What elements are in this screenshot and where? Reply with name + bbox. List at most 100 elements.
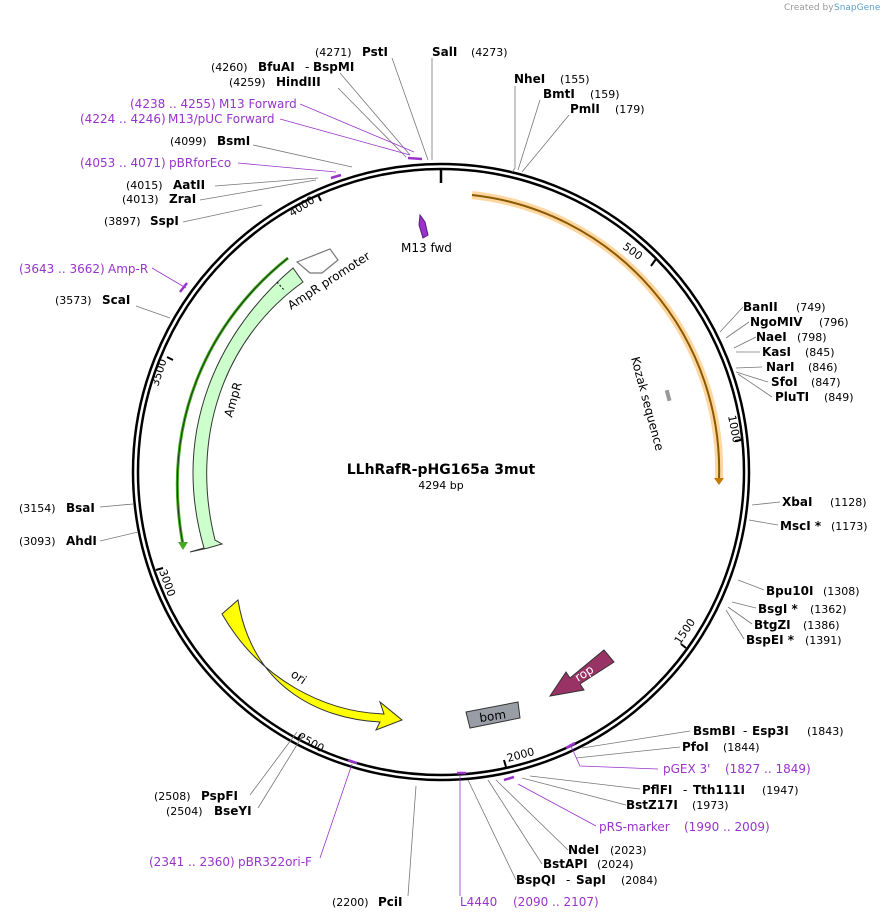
site-pos-zrai: (4013) [122,193,159,206]
site-pos-msci: (1173) [831,520,868,533]
primer-pgex3[interactable]: pGEX 3' [663,762,710,776]
backbone-outer [131,162,751,782]
site-pluti[interactable]: PluTI [775,390,809,404]
primer-labels: (4238 .. 4255) M13 Forward (4224 .. 4246… [19,97,811,909]
site-bspqi[interactable]: BspQI [516,873,556,887]
site-bsai[interactable]: BsaI [66,501,95,515]
site-nhei[interactable]: NheI [514,72,545,86]
tick-1000: 1000 [725,414,743,444]
site-bsgi[interactable]: BsgI * [758,602,799,616]
site-bspmi[interactable]: BspMI [313,60,354,74]
primer-range-prs-marker: (1990 .. 2009) [684,820,770,834]
site-bpu10i[interactable]: Bpu10I [766,584,813,598]
site-bstz17i[interactable]: BstZ17I [626,798,678,812]
primer-prs-marker[interactable]: pRS-marker [599,820,670,834]
site-bstapi[interactable]: BstAPI [543,857,588,871]
site-kasi[interactable]: KasI [762,345,791,359]
site-pos-sspi: (3897) [104,215,141,228]
site-bseyi[interactable]: BseYI [214,804,252,818]
ori-feature[interactable]: ori [221,599,403,731]
bom-label: bom [478,707,506,725]
primer-pbr322ori-f[interactable]: pBR322ori-F [238,855,312,869]
site-hindiii[interactable]: HindIII [276,75,321,89]
site-pos-pluti: (849) [824,391,854,404]
site-pfoi[interactable]: PfoI [682,740,709,754]
site-pos-nhei: (155) [560,73,590,86]
created-by-text: Created by [784,3,834,13]
primer-m13-forward[interactable]: M13 Forward [219,97,297,111]
site-bsmi[interactable]: BsmI [217,134,250,148]
kozak-label: Kozak sequence [628,355,667,452]
site-esp3i[interactable]: Esp3I [752,724,789,738]
site-pflfi[interactable]: PflFI [642,783,672,797]
site-xbai[interactable]: XbaI [782,495,812,509]
rop-feature[interactable]: rop [548,649,615,697]
site-banii[interactable]: BanII [743,300,778,314]
site-ndei[interactable]: NdeI [568,843,599,857]
site-pos-bsai: (3154) [19,502,56,515]
site-psti[interactable]: PstI [362,45,388,59]
primer-pbrforeco[interactable]: pBRforEco [169,156,231,170]
primer-range-m13puc-forward: (4224 .. 4246) [80,112,166,126]
site-sapi[interactable]: SapI [576,873,606,887]
site-ngomiv[interactable]: NgoMIV [750,315,803,329]
kozak-feature[interactable]: Kozak sequence [471,191,724,485]
right-site-labels: NheI (155) BmtI (159) PmlI (179) BanII (… [514,72,868,887]
site-pos-sfoi: (847) [811,376,841,389]
site-pos-bsmbi: (1843) [807,725,844,738]
site-scai[interactable]: ScaI [102,293,130,307]
site-naei[interactable]: NaeI [756,330,787,344]
site-nari[interactable]: NarI [766,360,795,374]
site-pos-pcii: (2200) [332,896,369,909]
left-site-labels: (4271) PstI SalI (4273) (4260) BfuAI - B… [19,45,508,909]
site-pos-bfuai: (4260) [211,61,248,74]
site-pos-banii: (749) [796,301,826,314]
site-pos-sali: (4273) [471,46,508,59]
site-pos-pspfi: (2508) [154,790,191,803]
site-pos-btgzi: (1386) [803,619,840,632]
site-pos-bseyi: (2504) [166,805,203,818]
primer-range-amp-r: (3643 .. 3662) [19,262,105,276]
site-pos-ngomiv: (796) [819,316,849,329]
plasmid-size: 4294 bp [418,479,463,492]
ampr-feature[interactable]: AmpR [175,256,304,553]
site-sspi[interactable]: SspI [150,214,179,228]
site-pos-xbai: (1128) [830,496,867,509]
site-zrai[interactable]: ZraI [169,192,196,206]
site-pos-bstz17i: (1973) [692,799,729,812]
site-ahdi[interactable]: AhdI [66,534,97,548]
site-pos-aatii: (4015) [126,179,163,192]
ampr-label: AmpR [221,380,244,418]
site-bmti[interactable]: BmtI [543,87,575,101]
site-pspfi[interactable]: PspFI [201,789,238,803]
primer-m13puc-forward[interactable]: M13/pUC Forward [168,112,275,126]
site-bfuai[interactable]: BfuAI [258,60,295,74]
site-pos-hindiii: (4259) [229,76,266,89]
site-tth111i[interactable]: Tth111I [693,783,745,797]
site-pos-ahdi: (3093) [19,535,56,548]
site-pcii[interactable]: PciI [378,895,403,909]
site-pos-nari: (846) [808,361,838,374]
site-pmli[interactable]: PmlI [570,102,600,116]
m13fwd-feature[interactable]: M13 fwd [401,213,452,255]
primer-range-pgex3: (1827 .. 1849) [725,762,811,776]
primer-amp-r[interactable]: Amp-R [108,262,148,276]
site-pos-kasi: (845) [805,346,835,359]
site-pos-bmti: (159) [590,88,620,101]
site-btgzi[interactable]: BtgZI [754,618,791,632]
site-separator: - [566,873,570,887]
site-bspei[interactable]: BspEI * [746,633,795,647]
site-pos-bstapi: (2024) [597,858,634,871]
tick-1500: 1500 [672,616,698,646]
primer-range-l4440: (2090 .. 2107) [513,895,599,909]
site-separator: - [743,724,747,738]
primer-l4440[interactable]: L4440 [460,895,497,909]
site-bsmbi[interactable]: BsmBI [693,724,735,738]
site-sfoi[interactable]: SfoI [771,375,798,389]
plasmid-name: LLhRafR-pHG165a 3mut [347,462,536,478]
site-aatii[interactable]: AatII [173,178,205,192]
site-pos-bpu10i: (1308) [823,585,860,598]
site-msci[interactable]: MscI * [780,519,822,533]
site-sali[interactable]: SalI [432,45,457,59]
bom-feature[interactable]: bom [465,701,521,729]
